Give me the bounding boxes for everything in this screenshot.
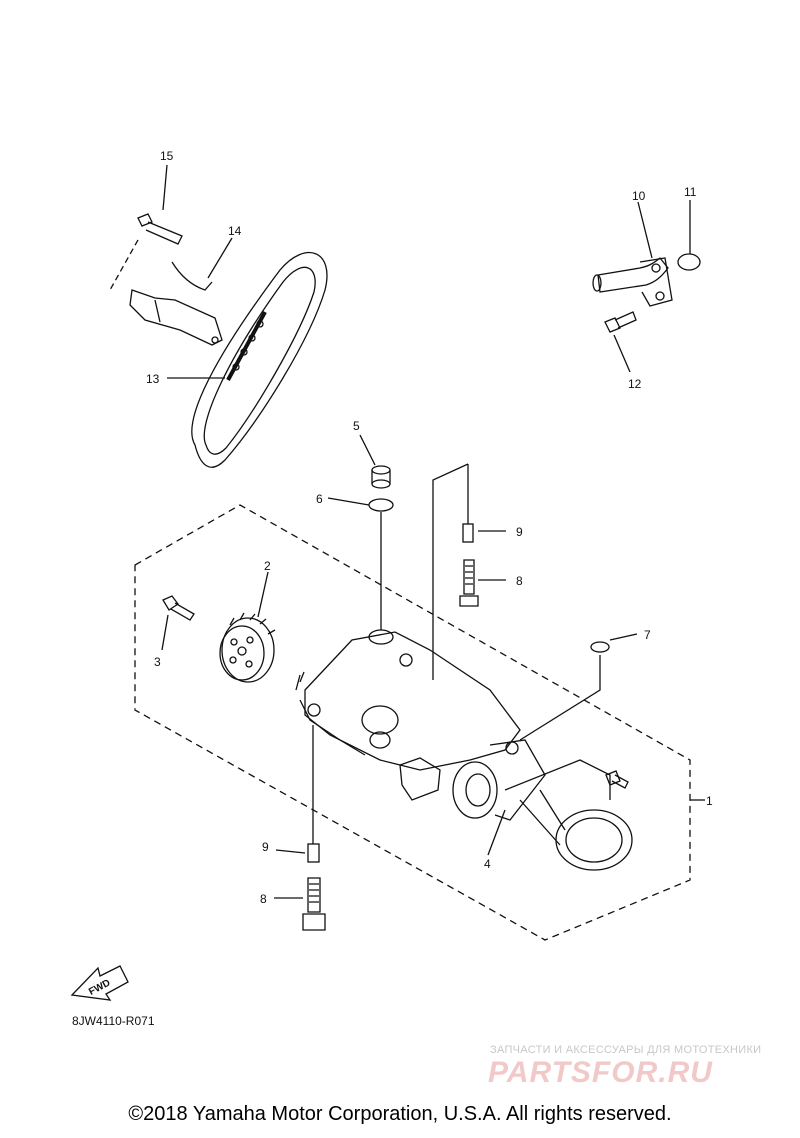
fwd-arrow	[70, 965, 129, 1001]
callout-8-bottom: 8	[260, 892, 267, 906]
o-ring-11	[677, 253, 701, 271]
callout-6: 6	[316, 492, 323, 506]
callout-13: 13	[146, 372, 160, 386]
guide-bolt	[109, 213, 183, 291]
watermark-tagline: ЗАПЧАСТИ И АКСЕССУАРЫ ДЛЯ МОТОТЕХНИКИ	[490, 1044, 762, 1056]
oil-pump-gear	[219, 612, 276, 683]
strainer-bolt	[605, 770, 629, 789]
watermark-logo: PARTSFOR.RU	[488, 1056, 713, 1089]
callout-12: 12	[628, 377, 642, 391]
callout-labels: 15 14 13 10 11 12 5 6 9 8 2 3 7 1 4 9 8 …	[87, 149, 713, 998]
callout-5: 5	[353, 419, 360, 433]
callout-15: 15	[160, 149, 174, 163]
copyright-notice: ©2018 Yamaha Motor Corporation, U.S.A. A…	[128, 1103, 672, 1125]
pipe-bolt	[604, 311, 637, 333]
leader-lines	[161, 164, 705, 899]
oil-pump-body	[295, 629, 633, 871]
callout-3: 3	[154, 655, 161, 669]
callout-9-top: 9	[516, 525, 523, 539]
callout-8-top: 8	[516, 574, 523, 588]
callout-7: 7	[644, 628, 651, 642]
oil-pump-chain	[191, 252, 328, 468]
callout-4: 4	[484, 857, 491, 871]
fwd-label: FWD	[87, 978, 112, 998]
assembly-boundary	[134, 504, 691, 941]
drawing-code: 8JW4110-R071	[72, 1014, 155, 1028]
chain-guide	[129, 261, 223, 346]
bolt-8-bottom	[302, 877, 326, 931]
o-ring-6	[368, 498, 394, 512]
callout-14: 14	[228, 224, 242, 238]
callout-11: 11	[684, 185, 697, 199]
dowel-pin-bottom	[307, 843, 320, 863]
collar	[371, 465, 391, 489]
callout-9-bottom: 9	[262, 840, 269, 854]
bolt-8-top	[459, 559, 479, 607]
o-ring-7	[590, 641, 610, 653]
callout-2: 2	[264, 559, 271, 573]
oil-pipe	[592, 257, 673, 307]
dowel-pin-top	[462, 523, 474, 543]
callout-10: 10	[632, 189, 646, 203]
callout-1: 1	[706, 794, 713, 808]
gear-bolt	[162, 595, 195, 621]
